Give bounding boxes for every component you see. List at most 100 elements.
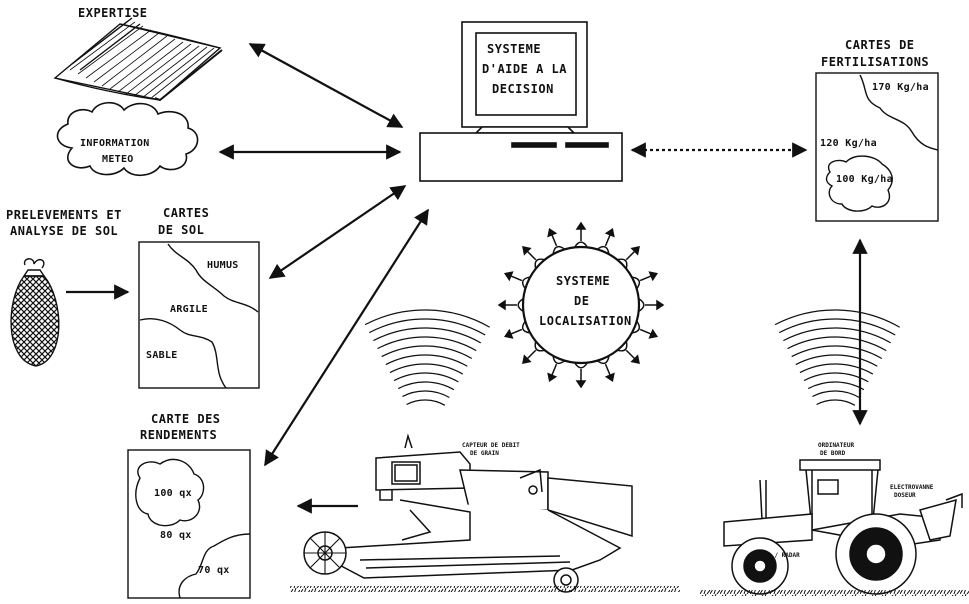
soil-map [138,241,260,389]
sun-ray-tip [503,271,514,282]
prelevements-label-line1: PRELEVEMENTS ET [6,208,122,222]
radio-wave-arc [803,372,869,383]
sun-ray [534,341,545,352]
radio-wave-arc [778,318,896,336]
sun-ray-stem [625,250,636,261]
sun-ray [573,241,589,248]
soil-maps-title-line1: CARTES [163,206,210,220]
radio-wave-arc [373,327,482,344]
soil-humus-label: HUMUS [207,260,239,271]
localisation-label-line3: LOCALISATION [539,314,632,328]
sun-ray-tip [648,328,659,339]
meteo-label-line2: METEO [102,154,134,165]
yield-map-title-line1: CARTE DES [151,412,221,426]
sun-ray [534,258,545,269]
radio-wave-arc [377,336,477,352]
radio-wave-arc [812,390,860,399]
radio-wave-arc [393,372,459,383]
soil-sable-label: SABLE [146,350,178,361]
sun-ray-tip [630,354,640,364]
dss-label-line1: SYSTEME [487,42,542,56]
sun-ray-tip [648,271,659,282]
fert-170-label: 170 Kg/ha [872,82,929,93]
radio-waves-right [774,309,900,406]
arrow-yieldmap-dss [264,208,429,467]
sun-ray-tip [497,299,506,311]
radio-wave-arc [816,399,856,406]
book-icon [53,17,223,102]
radio-wave-arc [807,381,865,391]
radio-wave-arc [795,354,878,367]
tractor-gps-label: GPS / RADAR [760,552,800,559]
yield-80-label: 80 qx [160,530,192,541]
sun-ray-stem [604,234,611,247]
cloud-icon [56,101,199,177]
localisation-label-line1: SYSTEME [556,274,611,288]
arrows [66,43,868,514]
sun-ray [617,341,628,352]
sun-ray [631,320,641,334]
radio-wave-arc [381,345,473,359]
sun-ray-stem [551,234,558,247]
sun-ray-stem [551,363,558,376]
sun-ray-tip [547,227,558,238]
sun-ray-stem [510,275,523,282]
sun-ray-stem [639,328,652,335]
radio-waves-left [364,309,490,406]
sun-ray [596,355,610,365]
radio-wave-arc [368,318,486,336]
sun-ray-tip [547,372,558,383]
tractor-icon [700,459,969,596]
sun-ray-stem [526,349,537,360]
sun-ray-tip [522,246,532,256]
tractor-computer-label-line1: ORDINATEUR [818,442,855,449]
sun-ray [552,355,566,365]
radio-wave-arc [791,345,883,359]
radio-wave-arc [406,399,446,406]
satellite-sun-icon [497,221,665,389]
combine-sensor-label-line2: DE GRAIN [470,450,499,457]
soil-sample-bag-icon [10,258,60,367]
tractor-valve-label-line2: DOSEUR [894,492,916,499]
expertise-label: EXPERTISE [78,6,148,20]
sun-ray-stem [510,328,523,335]
soil-argile-label: ARGILE [170,304,208,315]
radio-wave-arc [774,309,900,328]
sun-ray-stem [639,275,652,282]
fert-120-label: 120 Kg/ha [820,138,877,149]
sun-ray [517,297,524,313]
sun-ray [573,362,589,369]
fert-maps-title-line2: FERTILISATIONS [821,55,930,69]
sun-ray [521,320,531,334]
sun-ray [638,297,645,313]
dss-label-line2: D'AIDE A LA [482,62,567,76]
prelevements-label-line2: ANALYSE DE SOL [10,224,119,238]
sun-ray [521,276,531,290]
sun-ray-tip [604,227,615,238]
sun-ray-stem [526,250,537,261]
yield-100-label: 100 qx [154,488,192,499]
sun-ray [596,245,610,255]
soil-maps-title-line2: DE SOL [158,223,205,237]
sun-ray-tip [604,372,615,383]
meteo-label-line1: INFORMATION [80,138,150,149]
radio-wave-arc [787,336,887,352]
yield-map-title-line2: RENDEMENTS [140,428,218,442]
sun-ray-stem [604,363,611,376]
arrow-soilmap-dss [268,185,407,279]
radio-wave-arc [402,390,450,399]
sun-ray [552,245,566,255]
sun-ray-tip [503,328,514,339]
sun-ray-tip [575,380,587,389]
fert-100-label: 100 Kg/ha [836,174,893,185]
fertilisation-map [815,72,939,222]
sun-ray-tip [522,354,532,364]
sun-ray-tip [630,246,640,256]
tractor-computer-label-line2: DE BORD [820,450,846,457]
localisation-label-line2: DE [574,294,590,308]
fert-maps-title-line1: CARTES DE [845,38,915,52]
sun-ray-tip [575,221,587,230]
sun-ray-tip [656,299,665,311]
combine-sensor-label-line1: CAPTEUR DE DEBIT [462,442,520,449]
